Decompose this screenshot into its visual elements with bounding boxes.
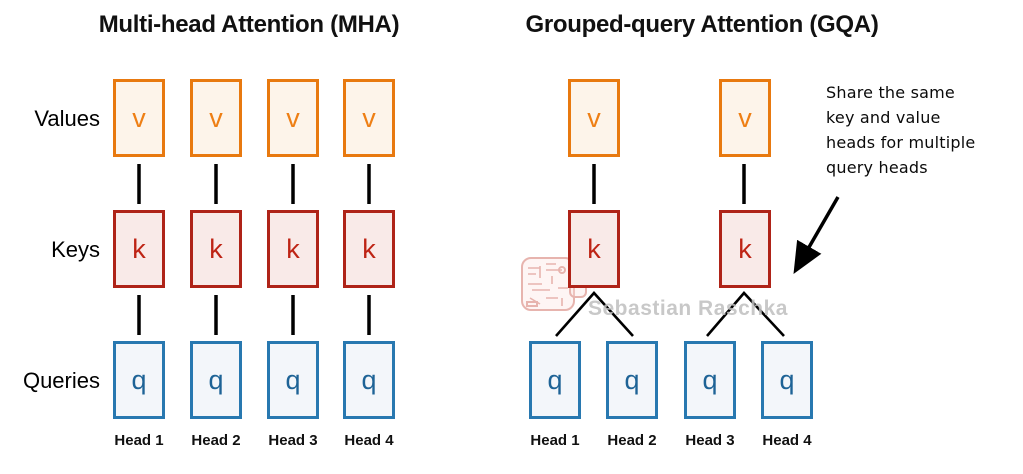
value-letter: v	[132, 102, 146, 133]
gqa-title: Grouped-query Attention (GQA)	[525, 11, 879, 38]
query-letter: q	[702, 364, 718, 395]
mha-key-box-2: k	[190, 210, 242, 288]
mha-head-label-2: Head 2	[191, 432, 241, 449]
mha-value-box-2: v	[190, 79, 242, 157]
annotation-line: query heads	[826, 158, 928, 177]
mha-query-box-3: q	[267, 341, 319, 419]
annotation-line: key and value	[826, 108, 941, 127]
mha-head-label-1: Head 1	[114, 432, 164, 449]
mha-vk-connectors	[137, 164, 371, 204]
key-letter: k	[132, 233, 146, 264]
gqa-query-box-2: q	[606, 341, 658, 419]
query-letter: q	[547, 364, 563, 395]
query-letter: q	[624, 364, 640, 395]
key-letter: k	[209, 233, 223, 264]
annotation-line: heads for multiple	[826, 133, 976, 152]
row-label-keys: Keys	[51, 237, 100, 262]
query-letter: q	[779, 364, 795, 395]
gqa-head-label-2: Head 2	[607, 432, 657, 449]
gqa-query-box-1: q	[529, 341, 581, 419]
row-label-queries: Queries	[22, 368, 100, 393]
gqa-head-label-4: Head 4	[762, 432, 812, 449]
gqa-key-box-1: k	[568, 210, 620, 288]
value-letter: v	[209, 102, 223, 133]
mha-key-box-3: k	[267, 210, 319, 288]
mha-value-box-1: v	[113, 79, 165, 157]
mha-query-box-2: q	[190, 341, 242, 419]
mha-value-box-4: v	[343, 79, 395, 157]
annotation-arrow	[793, 196, 840, 275]
mha-key-box-1: k	[113, 210, 165, 288]
row-label-values: Values	[34, 106, 100, 131]
mha-value-box-3: v	[267, 79, 319, 157]
value-letter: v	[738, 102, 752, 133]
mha-title: Multi-head Attention (MHA)	[98, 11, 400, 38]
mha-query-box-1: q	[113, 341, 165, 419]
mha-query-box-4: q	[343, 341, 395, 419]
gqa-value-box-1: v	[568, 79, 620, 157]
annotation-line: Share the same	[826, 83, 955, 102]
gqa-key-box-2: k	[719, 210, 771, 288]
mha-key-box-4: k	[343, 210, 395, 288]
mha-head-label-4: Head 4	[344, 432, 394, 449]
gqa-head-label-3: Head 3	[685, 432, 735, 449]
key-letter: k	[587, 233, 601, 264]
query-letter: q	[361, 364, 377, 395]
gqa-vk-connectors	[592, 164, 746, 204]
annotation-note: Share the same key and value heads for m…	[826, 80, 1016, 180]
query-letter: q	[285, 364, 301, 395]
gqa-value-box-2: v	[719, 79, 771, 157]
gqa-query-box-3: q	[684, 341, 736, 419]
gqa-head-label-1: Head 1	[530, 432, 580, 449]
mha-kq-connectors	[137, 295, 371, 335]
key-letter: k	[286, 233, 300, 264]
value-letter: v	[362, 102, 376, 133]
key-letter: k	[738, 233, 752, 264]
value-letter: v	[286, 102, 300, 133]
value-letter: v	[587, 102, 601, 133]
query-letter: q	[208, 364, 224, 395]
key-letter: k	[362, 233, 376, 264]
watermark-text: Sebastian Raschka	[588, 297, 788, 320]
mha-head-label-3: Head 3	[268, 432, 318, 449]
query-letter: q	[131, 364, 147, 395]
gqa-query-box-4: q	[761, 341, 813, 419]
